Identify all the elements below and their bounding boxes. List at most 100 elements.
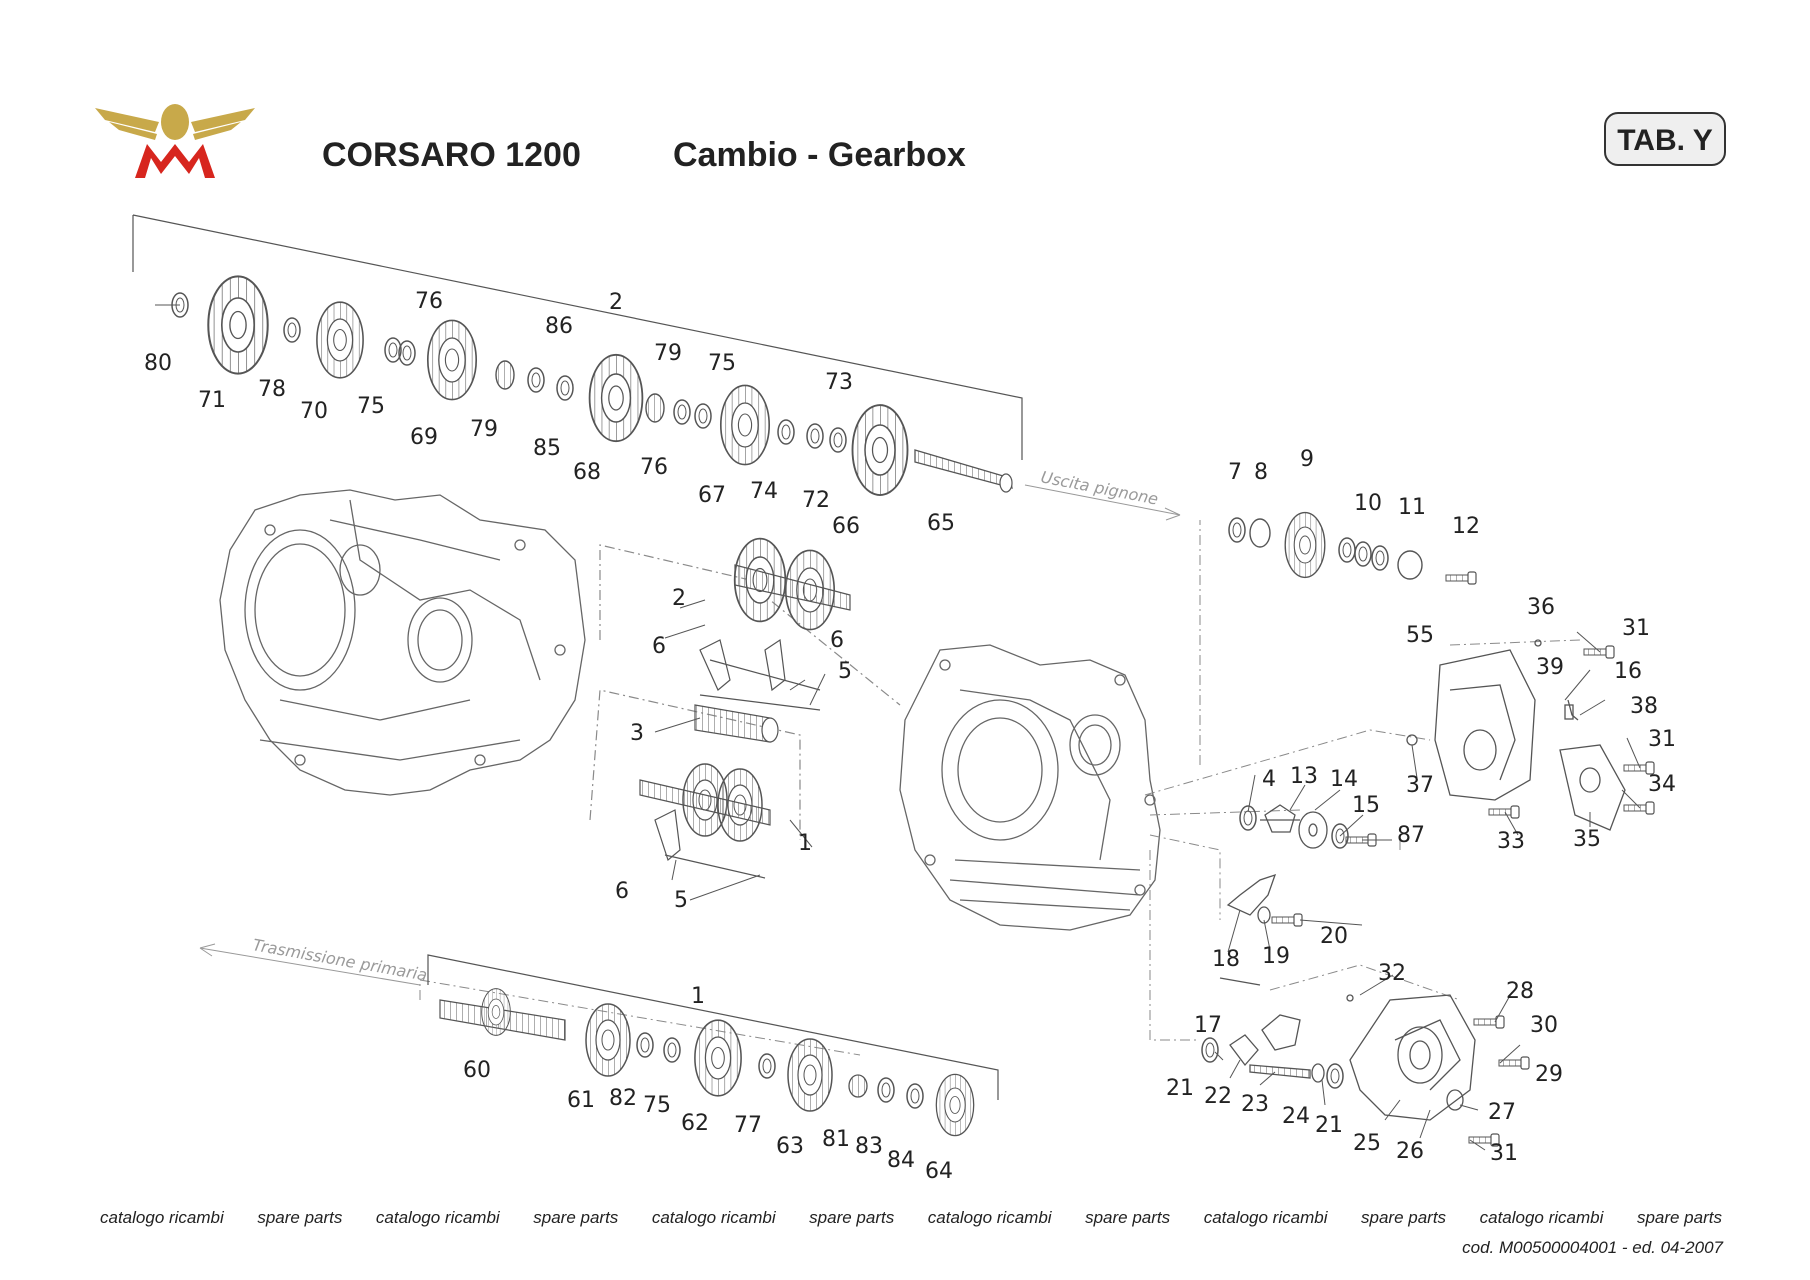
output-note: Uscita pignone (1039, 467, 1160, 508)
gearbox-internals (589, 537, 901, 879)
callout-63: 63 (776, 1134, 804, 1159)
primary-shaft-bracket (427, 954, 999, 1100)
callout-16: 16 (1614, 659, 1642, 684)
callout-64: 64 (925, 1159, 953, 1184)
callout-11: 11 (1398, 495, 1426, 520)
callout-21-a: 21 (1166, 1076, 1194, 1101)
callout-31-b: 31 (1648, 727, 1676, 752)
callout-34: 34 (1648, 772, 1676, 797)
callout-26: 26 (1396, 1139, 1424, 1164)
callout-79-b: 79 (654, 341, 682, 366)
callout-37: 37 (1406, 773, 1434, 798)
callout-24: 24 (1282, 1104, 1310, 1129)
left-crankcase-half (219, 489, 586, 796)
callout-35: 35 (1573, 827, 1601, 852)
callout-33: 33 (1497, 829, 1525, 854)
leader-lines (155, 304, 1641, 1151)
callout-71: 71 (198, 388, 226, 413)
callout-8: 8 (1254, 460, 1268, 485)
callout-31-a: 31 (1622, 616, 1650, 641)
callout-75: 75 (357, 394, 385, 419)
callout-1-mid: 1 (798, 831, 812, 856)
callout-29: 29 (1535, 1062, 1563, 1087)
callout-73: 73 (825, 370, 853, 395)
output-sprocket-parts (1228, 511, 1477, 585)
callout-36: 36 (1527, 595, 1555, 620)
callout-68: 68 (573, 460, 601, 485)
callout-6-a: 6 (652, 634, 666, 659)
callout-76-b: 76 (640, 455, 668, 480)
callout-75-b: 75 (708, 351, 736, 376)
catalog-code: cod. M00500004001 - ed. 04-2007 (1462, 1238, 1723, 1257)
callout-21-b: 21 (1315, 1113, 1343, 1138)
callout-74: 74 (750, 479, 778, 504)
callout-6-b: 6 (830, 628, 844, 653)
moto-morini-eagle-logo (95, 104, 255, 178)
footer-label: catalogo ricambi (375, 1208, 500, 1227)
callout-79: 79 (470, 417, 498, 442)
primary-note: Trasmissione primaria (251, 935, 428, 984)
table-badge: TAB. Y (1604, 112, 1726, 166)
callout-1-bottom: 1 (691, 984, 705, 1009)
callout-18: 18 (1212, 947, 1240, 972)
callout-labels: 80 71 78 70 75 76 69 79 86 85 68 79 76 7… (144, 289, 1676, 1184)
callout-61: 61 (567, 1088, 595, 1113)
callout-83: 83 (855, 1134, 883, 1159)
callout-82: 82 (609, 1086, 637, 1111)
callout-60: 60 (463, 1058, 491, 1083)
callout-9: 9 (1300, 447, 1314, 472)
cover-and-pump-parts (1406, 639, 1655, 831)
callout-77: 77 (734, 1113, 762, 1138)
callout-23: 23 (1241, 1092, 1269, 1117)
callout-81: 81 (822, 1127, 850, 1152)
callout-85: 85 (533, 436, 561, 461)
callout-69: 69 (410, 425, 438, 450)
callout-19: 19 (1262, 944, 1290, 969)
callout-78: 78 (258, 377, 286, 402)
pump-parts (1239, 804, 1377, 849)
callout-25: 25 (1353, 1131, 1381, 1156)
callout-86: 86 (545, 314, 573, 339)
callout-70: 70 (300, 399, 328, 424)
callout-2-mid: 2 (672, 586, 686, 611)
callout-55: 55 (1406, 623, 1434, 648)
section-title: Cambio - Gearbox (673, 136, 966, 174)
callout-65: 65 (927, 511, 955, 536)
footer-label: spare parts (1636, 1208, 1722, 1227)
callout-39: 39 (1536, 655, 1564, 680)
footer-label: catalogo ricambi (1479, 1208, 1604, 1227)
footer-label: spare parts (1361, 1208, 1447, 1227)
callout-66: 66 (832, 514, 860, 539)
secondary-shaft-parts (171, 275, 1013, 496)
callout-3: 3 (630, 721, 644, 746)
callout-6-c: 6 (615, 879, 629, 904)
callout-62: 62 (681, 1111, 709, 1136)
callout-67: 67 (698, 483, 726, 508)
callout-80: 80 (144, 351, 172, 376)
callout-5-b: 5 (674, 888, 688, 913)
callout-15: 15 (1352, 793, 1380, 818)
callout-13: 13 (1290, 764, 1318, 789)
callout-30: 30 (1530, 1013, 1558, 1038)
callout-22: 22 (1204, 1084, 1232, 1109)
callout-14: 14 (1330, 767, 1358, 792)
callout-27: 27 (1488, 1100, 1516, 1125)
callout-32: 32 (1378, 961, 1406, 986)
footer-labels: catalogo ricambi spare parts catalogo ri… (100, 1208, 1722, 1228)
primary-shaft-parts (439, 988, 975, 1137)
model-title: CORSARO 1200 (322, 136, 581, 174)
callout-17: 17 (1194, 1013, 1222, 1038)
output-arrow (1024, 484, 1181, 521)
footer-label: spare parts (809, 1208, 895, 1227)
callout-87: 87 (1397, 823, 1425, 848)
primary-arrow (199, 943, 421, 986)
callout-4: 4 (1262, 767, 1276, 792)
footer-label: catalogo ricambi (927, 1208, 1052, 1227)
footer-label: catalogo ricambi (1203, 1208, 1328, 1227)
callout-2-top: 2 (609, 290, 623, 315)
callout-7: 7 (1228, 460, 1242, 485)
selector-parts (1201, 873, 1530, 1147)
footer-label: spare parts (1085, 1208, 1171, 1227)
